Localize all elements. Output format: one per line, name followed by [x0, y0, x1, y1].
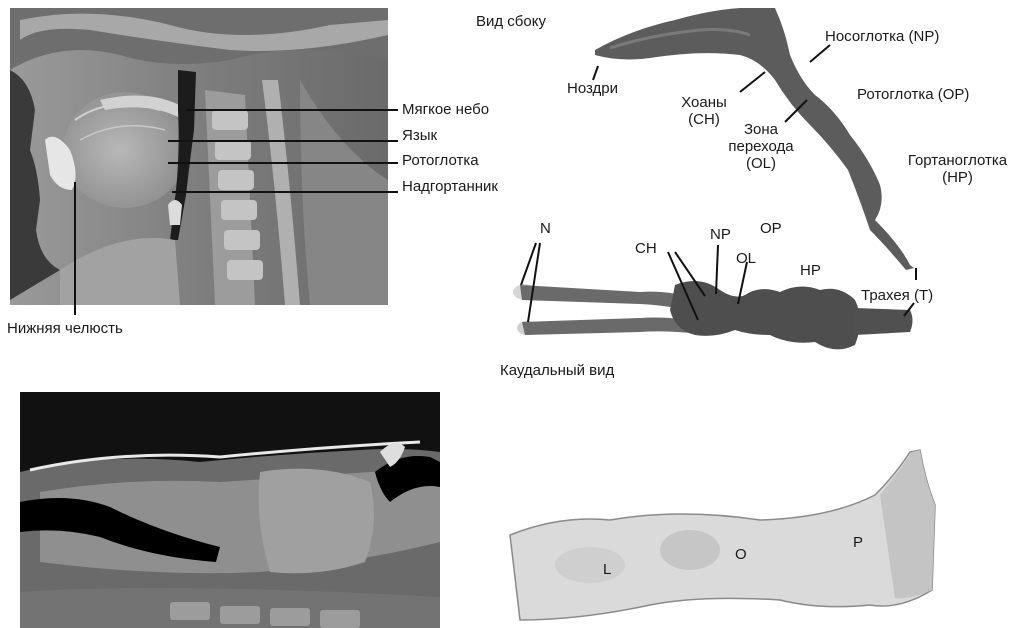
- label-ch: CH: [635, 240, 657, 257]
- airway-3d-image: [470, 0, 1027, 385]
- airway-3d-panel: Вид сбоку Ноздри Хоаны (CH) Носоглотка (…: [470, 0, 1027, 385]
- label-mandible: Нижняя челюсть: [7, 320, 123, 337]
- label-nostrils: Ноздри: [567, 80, 618, 97]
- label-oropharynx: Ротоглотка: [402, 152, 479, 169]
- label-op: OP: [760, 220, 782, 237]
- label-caudal-view: Каудальный вид: [500, 362, 614, 379]
- label-p: P: [853, 534, 863, 551]
- sagittal-ct-image: [20, 392, 440, 628]
- label-np: NP: [710, 226, 731, 243]
- label-ol: OL: [736, 250, 756, 267]
- sagittal-ct-panel: [20, 392, 440, 628]
- label-nasopharynx: Носоглотка (NP): [825, 28, 939, 45]
- label-tongue: Язык: [402, 127, 437, 144]
- label-hp: HP: [800, 262, 821, 279]
- label-lateral-view: Вид сбоку: [476, 13, 546, 30]
- segment-model-panel: L O P: [500, 440, 960, 620]
- label-transition-zone: Зона перехода (OL): [720, 121, 802, 172]
- label-o: O: [735, 546, 747, 563]
- label-trachea: Трахея (T): [861, 287, 933, 304]
- label-hypopharynx: Гортаноглотка (HP): [895, 152, 1020, 186]
- label-oropharynx-3d: Ротоглотка (OP): [857, 86, 969, 103]
- segment-model-image: [500, 440, 960, 620]
- label-l: L: [603, 561, 611, 578]
- label-n: N: [540, 220, 551, 237]
